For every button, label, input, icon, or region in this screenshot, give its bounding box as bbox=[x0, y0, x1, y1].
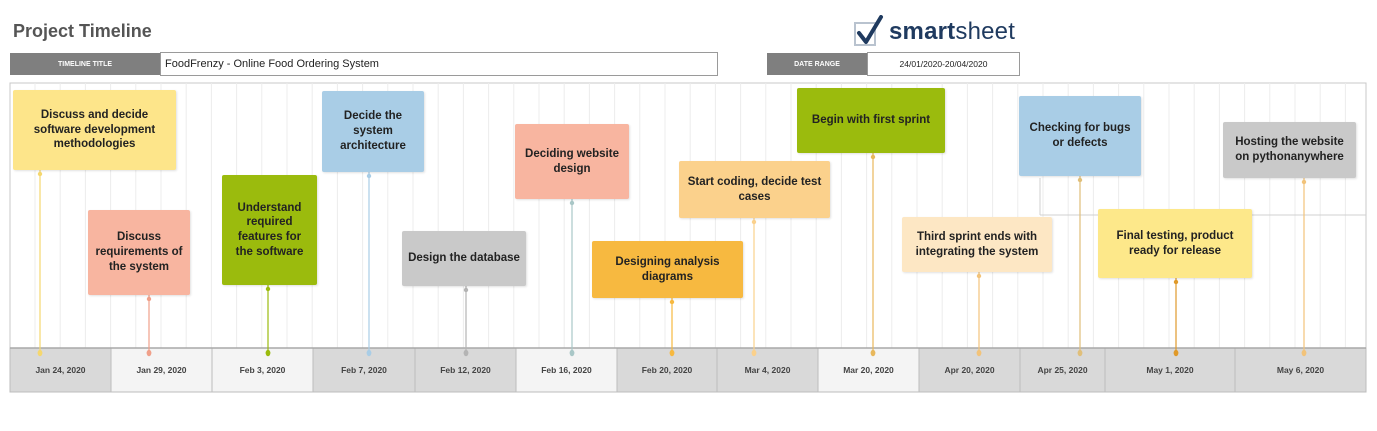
date-label: Feb 3, 2020 bbox=[239, 365, 286, 375]
event-stem-top-dot bbox=[569, 200, 575, 206]
event-card[interactable]: Final testing, product ready for release bbox=[1098, 209, 1252, 278]
event-card[interactable]: Begin with first sprint bbox=[797, 88, 945, 153]
event-stem-top-dot bbox=[146, 296, 152, 302]
event-card[interactable]: Designing analysis diagrams bbox=[592, 241, 743, 298]
event-card[interactable]: Third sprint ends with integrating the s… bbox=[902, 217, 1052, 272]
logo-text-regular: sheet bbox=[955, 18, 1016, 45]
event-card[interactable]: Discuss requirements of the system bbox=[88, 210, 190, 295]
event-stem-top-dot bbox=[37, 171, 43, 177]
logo-text: smartsheet bbox=[889, 18, 1015, 46]
date-band-cell bbox=[716, 347, 819, 393]
smartsheet-logo: smartsheet bbox=[853, 14, 1015, 50]
event-stem-top-dot bbox=[463, 287, 469, 293]
event-card[interactable]: Discuss and decide software development … bbox=[13, 90, 176, 170]
date-label: Feb 12, 2020 bbox=[440, 365, 491, 375]
date-range-field[interactable]: 24/01/2020-20/04/2020 bbox=[867, 52, 1020, 76]
date-label: May 6, 2020 bbox=[1276, 365, 1325, 375]
event-marker bbox=[37, 349, 43, 357]
timeline-title-field[interactable]: FoodFrenzy - Online Food Ordering System bbox=[160, 52, 718, 76]
logo-text-bold: smart bbox=[889, 18, 956, 45]
date-band-cell bbox=[1104, 347, 1236, 393]
date-label: Jan 29, 2020 bbox=[136, 365, 187, 375]
date-label: Feb 16, 2020 bbox=[541, 365, 592, 375]
event-marker bbox=[265, 349, 271, 357]
date-band-cell bbox=[918, 347, 1021, 393]
event-marker bbox=[669, 349, 675, 357]
event-marker bbox=[976, 349, 982, 357]
event-card[interactable]: Understand required features for the sof… bbox=[222, 175, 317, 285]
date-band-cell bbox=[211, 347, 314, 393]
page-title: Project Timeline bbox=[13, 21, 152, 41]
date-label: Mar 20, 2020 bbox=[843, 365, 894, 375]
date-label: Apr 25, 2020 bbox=[1037, 365, 1088, 375]
event-marker bbox=[366, 349, 372, 357]
event-stem-top-dot bbox=[1173, 279, 1179, 285]
date-label: Feb 20, 2020 bbox=[641, 365, 693, 375]
date-band-cell bbox=[1019, 347, 1106, 393]
event-card[interactable]: Decide the system architecture bbox=[322, 91, 424, 172]
event-stem-top-dot bbox=[870, 154, 876, 160]
event-marker bbox=[569, 349, 575, 357]
date-label: Jan 24, 2020 bbox=[35, 365, 86, 375]
date-label: Feb 7, 2020 bbox=[341, 365, 387, 375]
event-stem-top-dot bbox=[265, 286, 271, 292]
event-stem-top-dot bbox=[669, 299, 675, 305]
event-card[interactable]: Hosting the website on pythonanywhere bbox=[1223, 122, 1356, 178]
event-card[interactable]: Deciding website design bbox=[515, 124, 629, 199]
event-marker bbox=[1301, 349, 1307, 357]
event-marker bbox=[146, 349, 152, 357]
date-label: May 1, 2020 bbox=[1146, 365, 1194, 375]
event-marker bbox=[463, 349, 469, 357]
date-label: Mar 4, 2020 bbox=[744, 365, 791, 375]
checkmark-icon bbox=[854, 15, 883, 46]
event-marker bbox=[751, 349, 757, 357]
date-label: Apr 20, 2020 bbox=[944, 365, 995, 375]
event-stem-top-dot bbox=[366, 173, 372, 179]
event-marker bbox=[870, 349, 876, 357]
date-band-cell bbox=[1234, 347, 1367, 393]
event-stem-top-dot bbox=[1077, 177, 1083, 183]
event-card[interactable]: Start coding, decide test cases bbox=[679, 161, 830, 218]
timeline-title-label: TIMELINE TITLE bbox=[10, 53, 160, 75]
event-stem-top-dot bbox=[976, 273, 982, 279]
event-marker bbox=[1173, 349, 1179, 357]
date-range-label: DATE RANGE bbox=[767, 53, 867, 75]
event-stem-top-dot bbox=[1301, 179, 1307, 185]
event-card[interactable]: Design the database bbox=[402, 231, 526, 286]
event-stem-top-dot bbox=[751, 219, 757, 225]
event-card[interactable]: Checking for bugs or defects bbox=[1019, 96, 1141, 176]
event-marker bbox=[1077, 349, 1083, 357]
